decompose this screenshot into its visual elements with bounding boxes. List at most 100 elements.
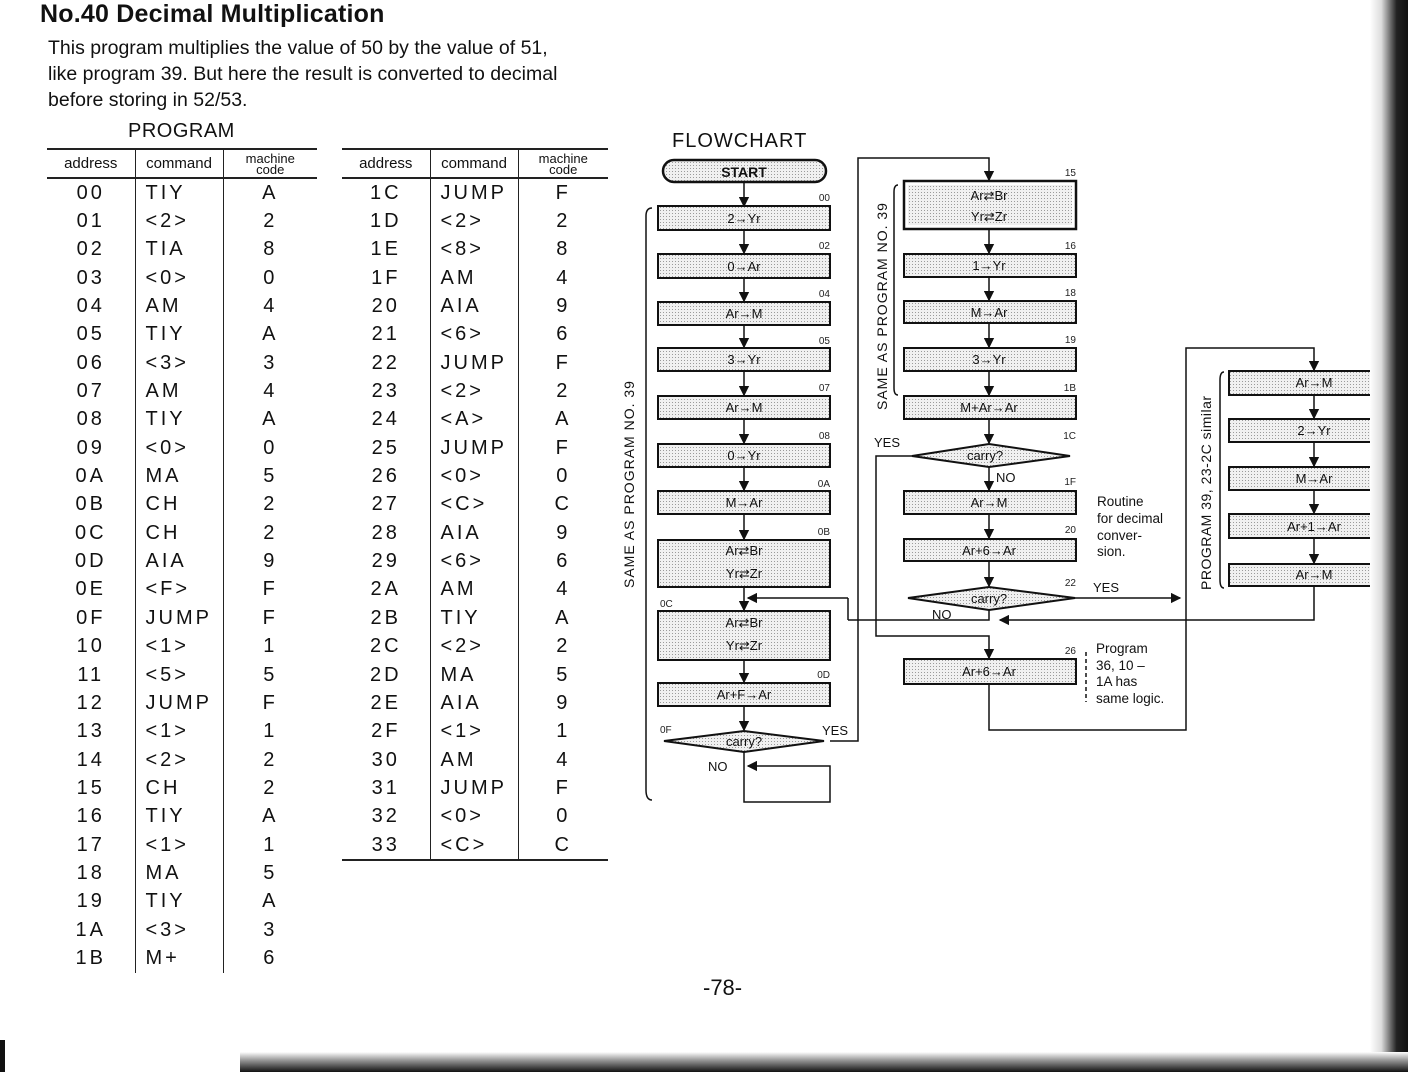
command-cell: AM [429,745,519,775]
command-header: command [134,148,224,179]
process-text-0C-1: Ar⇄Br [726,615,764,630]
table-row: 09<0>0 [47,434,317,463]
process-text-26: Ar+6→Ar [962,664,1016,679]
command-cell: JUMP [429,774,519,803]
decision-0F [663,729,825,754]
process-box-00 [657,205,831,231]
address-cell: 12 [76,691,105,714]
address-cell: 06 [76,351,105,374]
process-text-0D: Ar+F→Ar [717,687,772,702]
command-cell: CH [134,774,224,803]
process-text-05: 3→Yr [727,352,761,367]
scan-shadow-bottom [240,1052,1408,1072]
machine-code-cell: A [262,323,279,346]
process-text-02: 0→Ar [727,259,761,274]
process-text-1F: Ar→M [971,495,1008,510]
table-row: 33<C>C [342,830,608,862]
machine-code-cell: 0 [556,465,571,488]
command-cell: <2> [429,632,519,661]
table-header-row: address command machine code [47,148,317,179]
process-box-20 [903,538,1077,562]
address-cell: 0A [75,465,106,488]
table-row: 24<A>A [342,405,608,435]
address-cell: 2F [371,720,401,743]
process-text-00: 2→Yr [727,211,761,226]
machine-code-cell: 4 [556,578,571,601]
process-box-19 [903,347,1077,372]
machine-code-cell: 1 [263,720,278,743]
table-row: 2F<1>1 [342,717,608,746]
command-cell: <2> [134,745,224,775]
address-cell: 1C [369,181,402,204]
address-cell: 13 [76,720,105,743]
address-label: 04 [819,289,831,300]
command-cell: <1> [134,830,224,860]
process-text-04: Ar→M [726,306,763,321]
page-title: No.40 Decimal Multiplication [40,0,385,28]
table-row: 13<1>1 [47,717,317,746]
address-label: 16 [1065,241,1077,252]
table-row: 17<1>1 [47,830,317,860]
process-box-07 [657,395,831,420]
no-label: NO [708,759,728,774]
machine-code-cell: 5 [263,663,278,686]
address-cell: 02 [76,238,105,261]
address-label: 0C [660,599,673,610]
address-cell: 0B [75,493,106,516]
address-cell: 11 [77,663,105,686]
address-cell: 0D [74,550,107,573]
command-cell: MA [429,660,519,690]
decision-1C [911,442,1071,469]
address-cell: 2E [370,691,401,714]
machine-code-cell: 9 [556,521,571,544]
address-cell: 21 [371,323,400,346]
machine-code-cell: 2 [263,776,278,799]
address-cell: 1D [369,210,402,233]
process-box-18 [903,300,1077,324]
machine-code-cell: A [262,181,279,204]
address-cell: 04 [76,295,105,318]
machine-code-cell: 9 [556,295,571,318]
command-cell: JUMP [429,434,519,463]
command-cell: <0> [429,802,519,831]
address-cell: 29 [371,550,400,573]
command-cell: <2> [429,377,519,406]
process-text-col3-2: 2→Yr [1297,423,1331,438]
address-label: 22 [1065,578,1077,589]
table-row: 2C<2>2 [342,632,608,661]
table-header-row: address command machine code [342,148,608,179]
machine-code-cell: 1 [263,635,278,658]
address-cell: 25 [371,436,400,459]
machine-code-header-line1: machine [245,150,295,166]
command-cell: AIA [134,547,224,576]
machine-code-cell: 5 [263,465,278,488]
table-row: 23<2>2 [342,377,608,406]
machine-code-cell: 3 [263,351,278,374]
process-box-16 [903,253,1077,278]
address-cell: 0C [74,521,107,544]
command-cell: TIA [134,235,224,265]
command-cell: <0> [429,462,519,491]
address-cell: 15 [76,776,105,799]
command-cell: <0> [134,264,224,293]
address-cell: 22 [371,351,400,374]
address-cell: 23 [371,380,400,403]
machine-code-cell: 2 [263,521,278,544]
routine-note: Routine for decimal conver- sion. [1097,494,1163,559]
address-label: 1F [1064,477,1076,488]
address-cell: 07 [76,380,105,403]
address-cell: 0E [75,578,106,601]
process-box-02 [657,253,831,279]
command-cell: AIA [429,519,519,548]
